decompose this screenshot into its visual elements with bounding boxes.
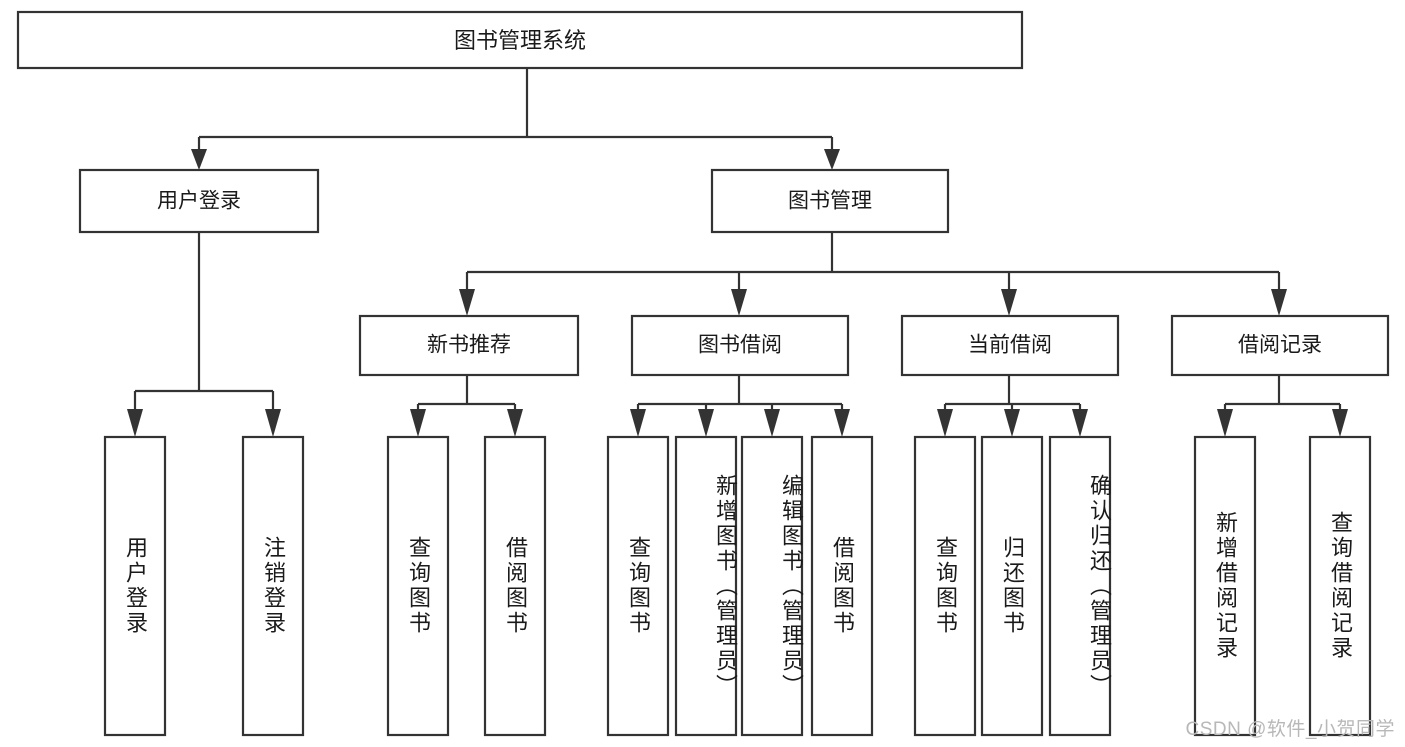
leaf-box-borrow-book-2[interactable] <box>810 435 874 737</box>
connectors-group <box>127 68 1348 437</box>
arrow-leaf-user-login <box>127 409 143 437</box>
leaf-box-return-book[interactable] <box>980 435 1044 737</box>
node-book-manage-box[interactable] <box>710 168 950 234</box>
arrow-leaf-add-borrow-record <box>1217 409 1233 437</box>
leaf-boxes-group <box>103 435 1372 737</box>
arrow-leaf-query-book-1 <box>410 409 426 437</box>
node-book-borrow[interactable]: 图书借阅 <box>630 314 850 377</box>
arrow-leaf-edit-book <box>764 409 780 437</box>
node-user-login-box[interactable] <box>78 168 320 234</box>
arrow-leaf-borrow-book-2 <box>834 409 850 437</box>
leaf-box-add-borrow-record[interactable] <box>1193 435 1257 737</box>
node-book-borrow-label: 图书借阅 <box>698 334 782 357</box>
node-book-manage[interactable]: 图书管理 <box>710 168 950 234</box>
node-user-login[interactable]: 用户登录 <box>78 168 320 234</box>
node-current-borrow-label: 当前借阅 <box>968 334 1052 357</box>
arrow-to-new-book-recommend <box>459 289 475 316</box>
node-new-book-recommend-label: 新书推荐 <box>427 334 511 357</box>
leaf-box-query-book-1[interactable] <box>386 435 450 737</box>
arrow-leaf-query-book-3 <box>937 409 953 437</box>
leaf-box-query-borrow-record[interactable] <box>1308 435 1372 737</box>
arrow-leaf-query-borrow-record <box>1332 409 1348 437</box>
arrow-leaf-confirm-return <box>1072 409 1088 437</box>
leaf-box-confirm-return[interactable] <box>1048 435 1112 737</box>
arrow-leaf-add-book <box>698 409 714 437</box>
arrow-leaf-logout-login <box>265 409 281 437</box>
node-root[interactable]: 图书管理系统 <box>16 10 1024 70</box>
arrow-leaf-query-book-2 <box>630 409 646 437</box>
arrow-to-current-borrow <box>1001 289 1017 316</box>
node-root-label: 图书管理系统 <box>454 28 586 53</box>
leaf-box-query-book-3[interactable] <box>913 435 977 737</box>
node-borrow-record-label: 借阅记录 <box>1238 334 1322 357</box>
leaf-box-edit-book[interactable] <box>740 435 804 737</box>
arrow-leaf-borrow-book-1 <box>507 409 523 437</box>
leaf-box-borrow-book-1[interactable] <box>483 435 547 737</box>
node-user-login-label: 用户登录 <box>157 190 241 213</box>
arrow-leaf-return-book <box>1004 409 1020 437</box>
node-borrow-record[interactable]: 借阅记录 <box>1170 314 1390 377</box>
arrow-to-borrow-record <box>1271 289 1287 316</box>
leaf-box-add-book[interactable] <box>674 435 738 737</box>
node-new-book-recommend-box[interactable] <box>358 314 580 377</box>
node-root-box[interactable] <box>16 10 1024 70</box>
node-current-borrow[interactable]: 当前借阅 <box>900 314 1120 377</box>
node-book-borrow-box[interactable] <box>630 314 850 377</box>
node-current-borrow-box[interactable] <box>900 314 1120 377</box>
leaf-box-logout-login[interactable] <box>241 435 305 737</box>
leaf-box-query-book-2[interactable] <box>606 435 670 737</box>
node-borrow-record-box[interactable] <box>1170 314 1390 377</box>
arrow-to-book-manage <box>824 149 840 170</box>
leaf-box-user-login[interactable] <box>103 435 167 737</box>
arrow-to-book-borrow <box>731 289 747 316</box>
node-book-manage-label: 图书管理 <box>788 190 872 213</box>
node-new-book-recommend[interactable]: 新书推荐 <box>358 314 580 377</box>
csdn-watermark: CSDN @软件_小贺同学 <box>1185 719 1395 740</box>
arrow-to-user-login <box>191 149 207 170</box>
